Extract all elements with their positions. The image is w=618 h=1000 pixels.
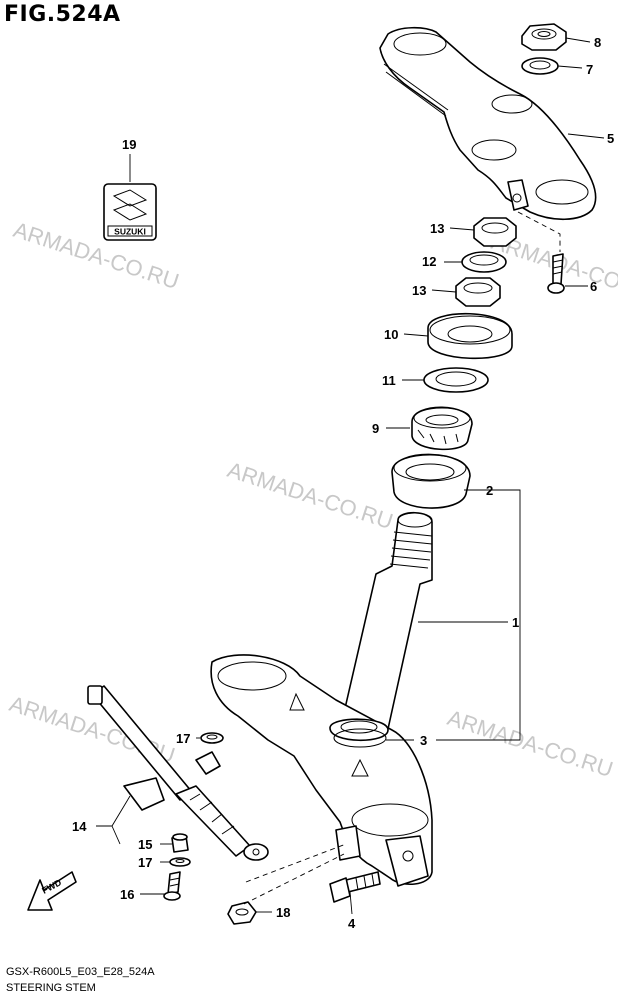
upper-bracket xyxy=(379,26,597,221)
steering-stem xyxy=(210,511,433,887)
lock-nut-upper xyxy=(473,217,517,247)
callout-1: 1 xyxy=(512,615,519,630)
callout-2: 2 xyxy=(486,483,493,498)
callout-4: 4 xyxy=(348,916,356,931)
bearing-race xyxy=(391,453,471,509)
damper-nut xyxy=(227,901,257,925)
damper-bushing xyxy=(171,833,189,853)
leader-lines xyxy=(96,37,605,915)
lock-washer xyxy=(461,251,507,273)
damper-washer-upper xyxy=(200,732,224,744)
callout-13-upper: 13 xyxy=(430,221,444,236)
footer-name: STEERING STEM xyxy=(6,982,96,994)
callout-11: 11 xyxy=(382,373,396,388)
figure-title: FIG.524A xyxy=(4,2,121,27)
callout-16: 16 xyxy=(120,887,134,902)
pinch-bolt xyxy=(329,871,381,903)
footer-code: GSX-R600L5_E03_E28_524A xyxy=(6,966,155,978)
clamp-bolt xyxy=(517,211,565,294)
watermark-text: ARMADA-CO.RU xyxy=(224,457,396,534)
fwd-arrow-icon: FWD xyxy=(27,871,77,911)
callout-15: 15 xyxy=(138,837,152,852)
upper-bearing xyxy=(411,406,473,451)
callout-8: 8 xyxy=(594,35,601,50)
steering-damper xyxy=(87,685,269,861)
callout-7: 7 xyxy=(586,62,593,77)
callout-18: 18 xyxy=(276,905,290,920)
watermark-text: ARMADA-CO.RU xyxy=(444,705,616,782)
callout-12: 12 xyxy=(422,254,436,269)
emblem-text: SUZUKI xyxy=(114,227,146,237)
callout-6: 6 xyxy=(590,279,597,294)
top-washer xyxy=(521,57,559,75)
lock-nut-lower xyxy=(455,277,501,307)
callout-5: 5 xyxy=(607,131,614,146)
callout-14: 14 xyxy=(72,819,87,834)
damper-bolt xyxy=(163,871,181,901)
callout-3: 3 xyxy=(420,733,427,748)
assembly-line xyxy=(243,853,345,905)
top-nut xyxy=(521,23,567,51)
stem-seal xyxy=(333,728,387,748)
seal-washer xyxy=(423,367,489,393)
callout-17-lower: 17 xyxy=(138,855,152,870)
callout-17-upper: 17 xyxy=(176,731,190,746)
dust-seal xyxy=(427,312,513,360)
callout-13-lower: 13 xyxy=(412,283,426,298)
suzuki-emblem: SUZUKI xyxy=(103,183,157,241)
callout-10: 10 xyxy=(384,327,398,342)
callout-19: 19 xyxy=(122,137,136,152)
damper-washer-lower xyxy=(169,857,191,867)
callout-9: 9 xyxy=(372,421,379,436)
